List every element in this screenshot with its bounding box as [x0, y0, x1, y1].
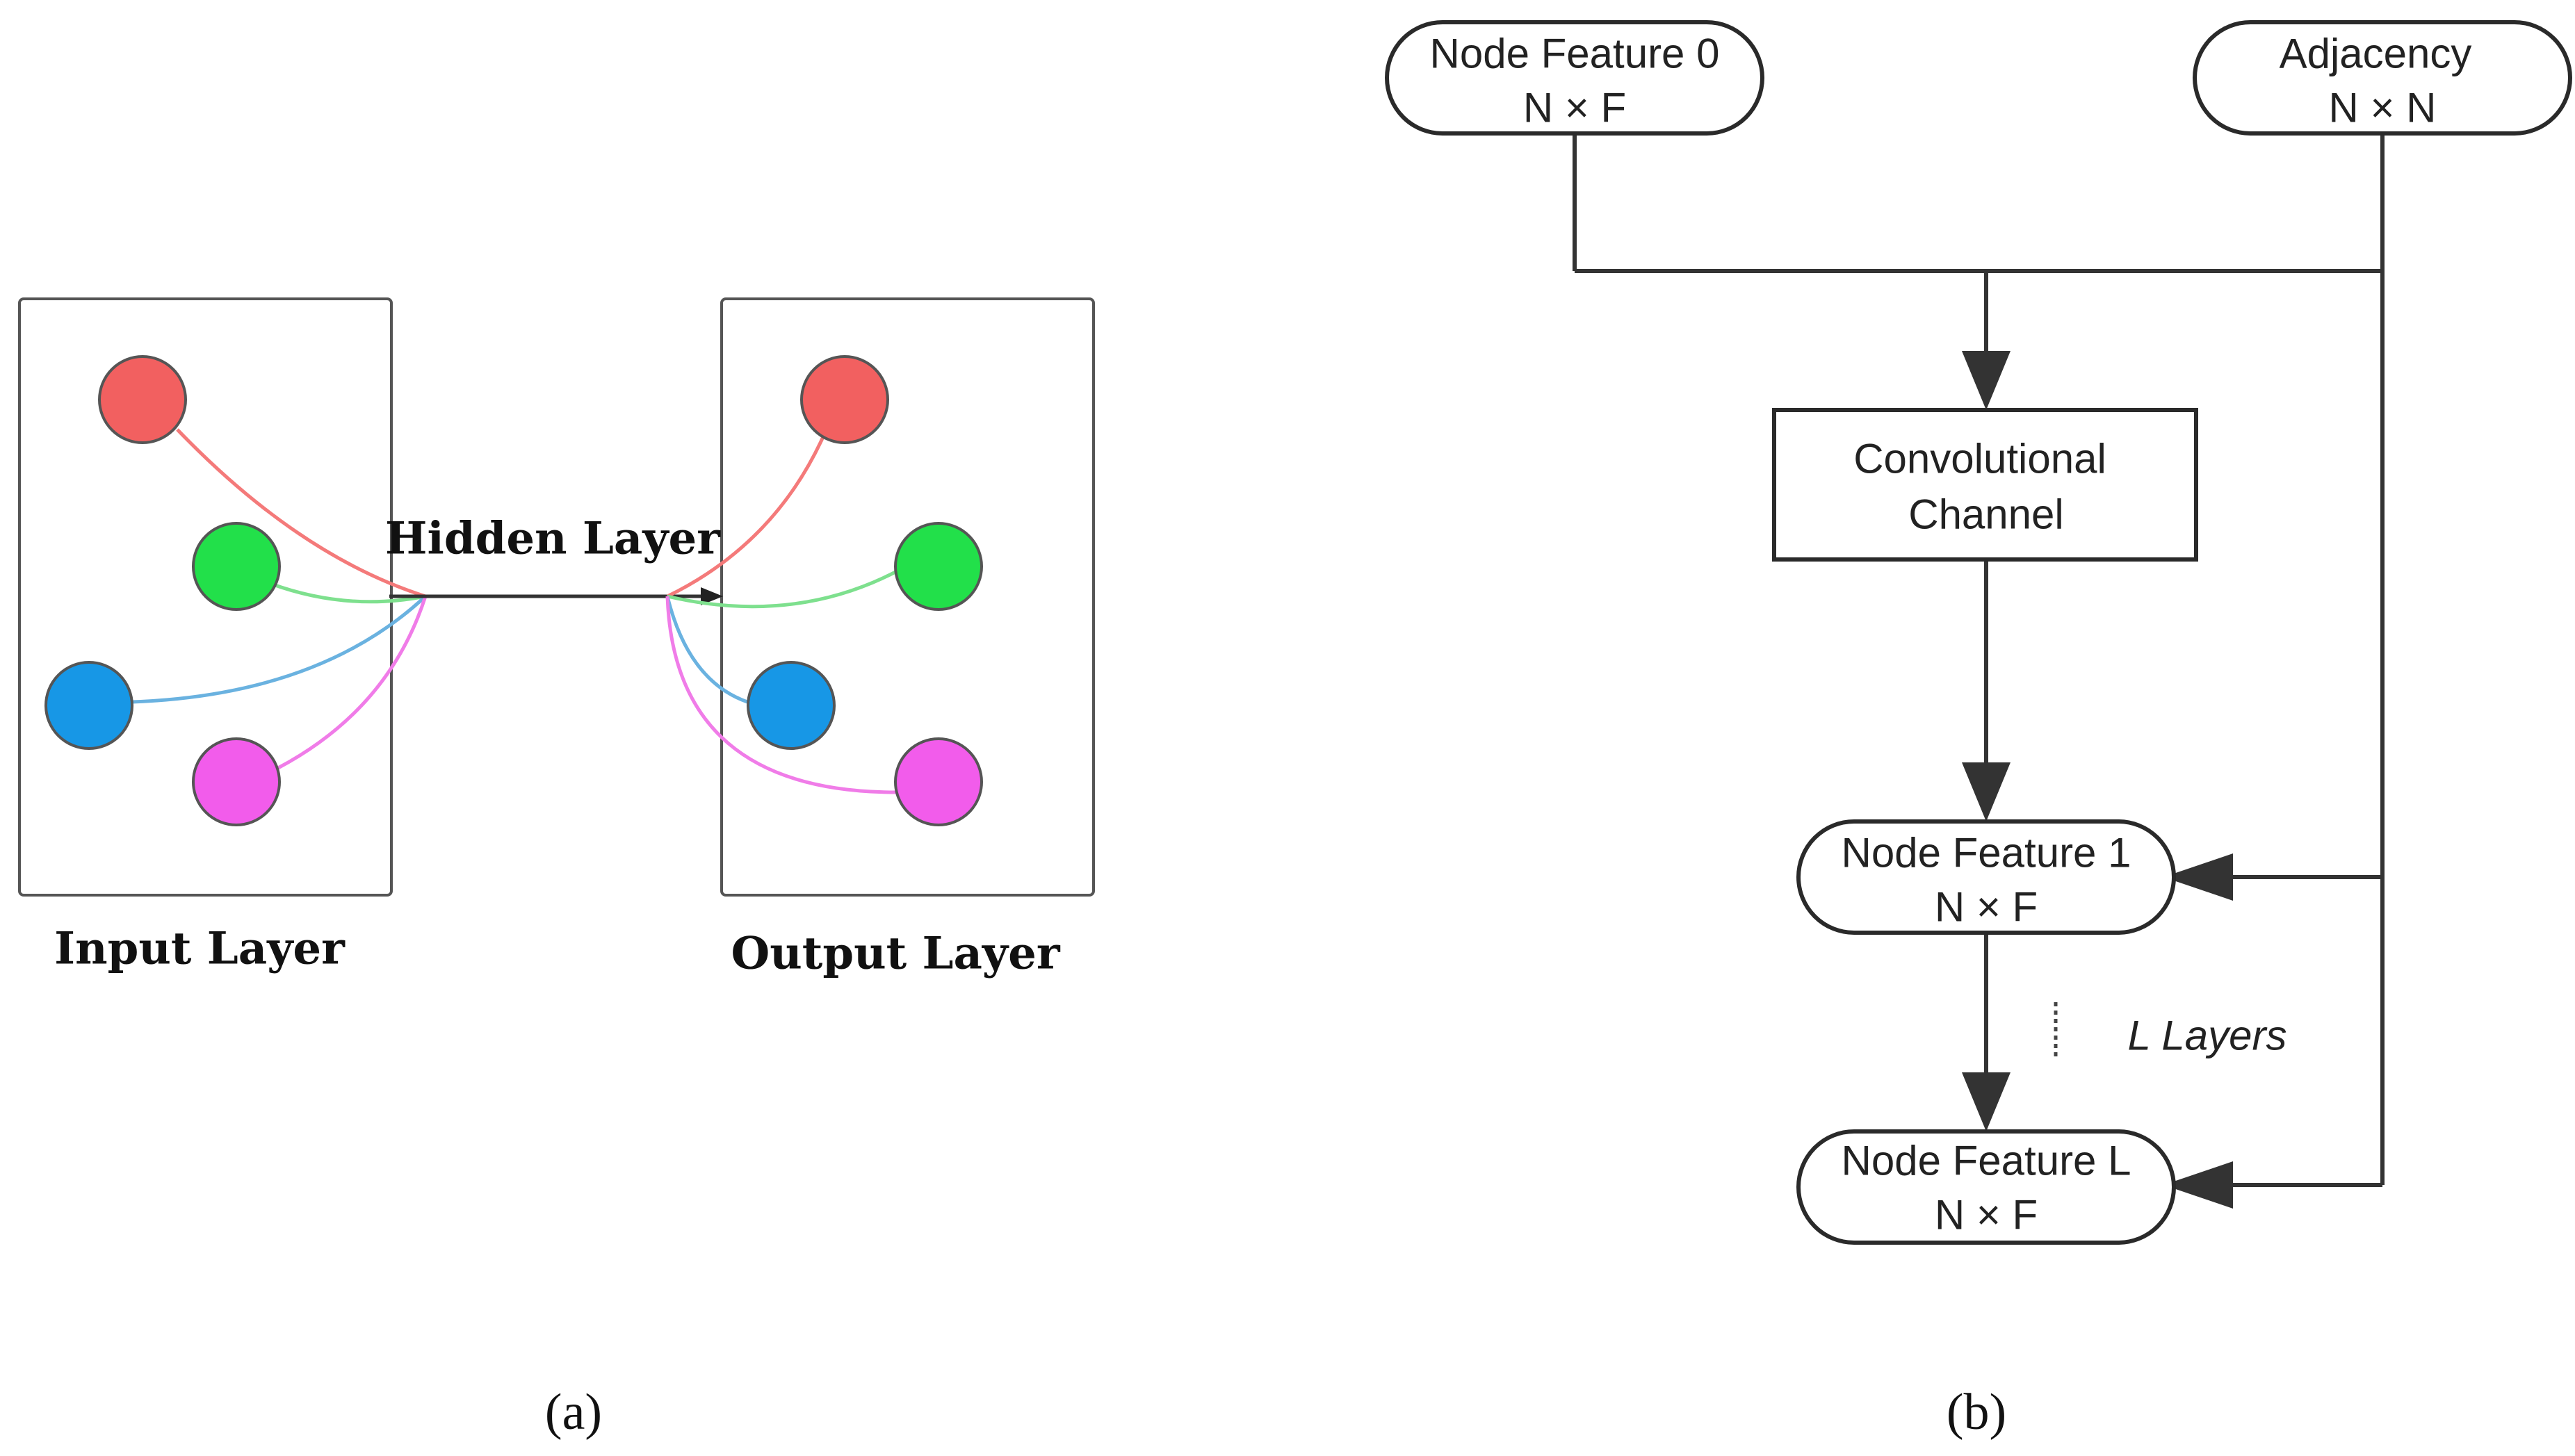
node-feature-l-dims: N × F	[1935, 1192, 2038, 1238]
input-layer-label: Input Layer	[54, 923, 346, 975]
caption-a: (a)	[545, 1384, 602, 1441]
node-feature-1-box	[1796, 819, 2176, 935]
input-node-green	[192, 522, 281, 611]
node-feature-0-title: Node Feature 0	[1430, 31, 1720, 77]
node-feature-0-box	[1385, 20, 1764, 136]
edge-input-green	[270, 582, 426, 604]
output-node-magenta	[894, 737, 983, 826]
arrowhead-into-featureL	[1962, 1072, 2011, 1131]
adjacency-dims: N × N	[2328, 85, 2436, 131]
arrowhead-adjacency-feature1	[2163, 853, 2233, 901]
node-feature-l-title: Node Feature L	[1842, 1138, 2131, 1184]
edge-input-blue	[131, 595, 427, 704]
output-layer-box	[720, 297, 1095, 897]
edge-output-blue	[665, 596, 748, 704]
output-node-green	[894, 522, 983, 611]
caption-b: (b)	[1947, 1384, 2006, 1441]
edge-output-magenta	[665, 596, 897, 794]
panel-a: Hidden Layer Input Layer Output Layer (a…	[18, 297, 1095, 1441]
hidden-connector-arrowhead	[701, 587, 723, 605]
node-feature-0-dims: N × F	[1523, 85, 1626, 131]
arrowhead-into-conv	[1962, 351, 2011, 410]
arrowhead-into-feature1	[1962, 762, 2011, 821]
output-layer-label: Output Layer	[731, 928, 1060, 980]
input-node-magenta	[192, 737, 281, 826]
edge-input-magenta	[277, 596, 428, 770]
adjacency-title: Adjacency	[2280, 31, 2472, 77]
input-node-blue	[44, 661, 133, 750]
node-feature-1-title: Node Feature 1	[1842, 830, 2131, 876]
edge-output-red	[666, 427, 829, 598]
output-node-red	[800, 355, 889, 444]
edge-output-green	[667, 569, 898, 609]
hidden-layer-label: Hidden Layer	[385, 513, 721, 565]
node-feature-1-dims: N × F	[1935, 884, 2038, 931]
layers-label: L Layers	[2127, 1013, 2286, 1059]
conv-channel-line1: Convolutional	[1853, 436, 2106, 482]
output-node-blue	[747, 661, 836, 750]
input-node-red	[98, 355, 187, 444]
edge-input-red	[176, 428, 426, 598]
node-feature-l-box	[1796, 1129, 2176, 1245]
conv-channel-line2: Channel	[1908, 491, 2064, 538]
arrowhead-adjacency-featureL	[2163, 1161, 2233, 1209]
panel-b: Node Feature 0 N × F Adjacency N × N Con…	[1385, 20, 2572, 1441]
adjacency-box	[2193, 20, 2572, 136]
conv-channel-box	[1772, 408, 2198, 562]
